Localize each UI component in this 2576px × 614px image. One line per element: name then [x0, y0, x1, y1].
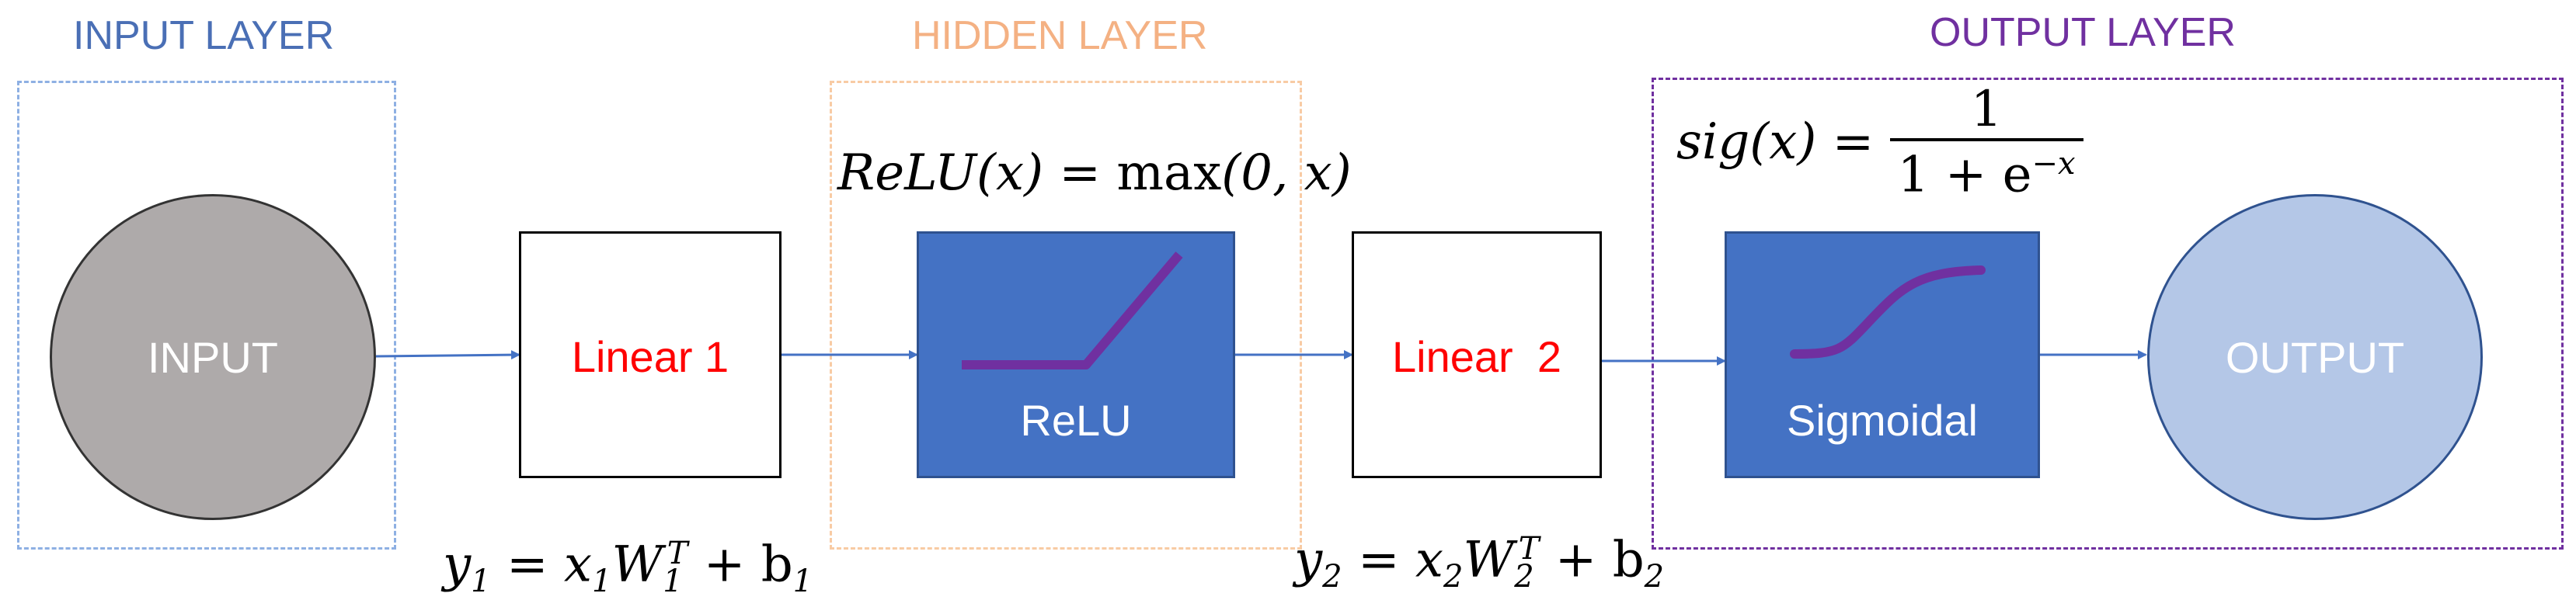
- sigmoid-denominator-base: 1 + e: [1897, 146, 2032, 204]
- sigmoid-fraction: 1 1 + e−x: [1889, 81, 2083, 204]
- linear2-eq-w-sup: T: [1518, 531, 1540, 567]
- sigmoid-numerator: 1: [1970, 81, 2003, 138]
- output-node-label: OUTPUT: [2225, 332, 2405, 382]
- input-layer-title: INPUT LAYER: [73, 13, 335, 58]
- linear1-label: Linear 1: [571, 332, 729, 381]
- relu-eq-args: (0, x): [1221, 144, 1352, 202]
- linear2-eq-x-sub: 2: [1443, 559, 1464, 595]
- linear2-eq-plus: +: [1539, 531, 1613, 589]
- arrow-input-to-linear1: [375, 350, 520, 360]
- relu-label: ReLU: [1020, 396, 1132, 445]
- sigmoid-curve-icon: [1790, 265, 1986, 359]
- linear2-node: Linear 2: [1352, 231, 1602, 478]
- sigmoid-label: Sigmoidal: [1787, 396, 1978, 445]
- linear1-eq-w: W: [611, 536, 663, 594]
- output-node: OUTPUT: [2147, 194, 2483, 520]
- relu-node: ReLU: [917, 231, 1235, 478]
- linear2-eq-b-sub: 2: [1644, 559, 1665, 595]
- linear2-eq-w: W: [1463, 531, 1515, 589]
- input-node-label: INPUT: [148, 332, 278, 382]
- linear1-eq-equals: =: [490, 536, 564, 594]
- relu-eq-fn: max: [1116, 144, 1222, 202]
- linear1-node: Linear 1: [519, 231, 782, 478]
- linear1-eq-x: x: [563, 536, 593, 594]
- linear2-equation: y2 = x2W2T + b2: [1294, 531, 1664, 595]
- hidden-layer-title: HIDDEN LAYER: [912, 13, 1208, 58]
- linear1-eq-w-sub: 1: [663, 564, 683, 600]
- sigmoid-eq-lhs: sig(x): [1676, 113, 1817, 172]
- sigmoid-node: Sigmoidal: [1725, 231, 2040, 478]
- linear1-eq-plus: +: [688, 536, 761, 594]
- linear2-label: Linear 2: [1392, 332, 1561, 381]
- linear1-eq-x-sub: 1: [592, 564, 612, 600]
- sigmoid-denominator: 1 + e−x: [1889, 138, 2083, 204]
- relu-eq-lhs: ReLU(x): [837, 144, 1044, 202]
- output-layer-title: OUTPUT LAYER: [1930, 10, 2236, 55]
- relu-equation: ReLU(x) = max(0, x): [837, 144, 1352, 202]
- sigmoid-equation: sig(x) = 1 1 + e−x: [1676, 81, 2083, 203]
- linear2-eq-x: x: [1415, 531, 1444, 589]
- linear2-eq-b: b: [1612, 531, 1645, 589]
- linear2-eq-y-sub: 2: [1322, 559, 1342, 595]
- linear1-eq-b-sub: 1: [792, 564, 813, 600]
- hidden-layer-box: [830, 81, 1302, 550]
- sigmoid-eq-equals: =: [1816, 113, 1890, 172]
- input-node: INPUT: [50, 194, 376, 520]
- linear2-eq-y: y: [1294, 531, 1323, 589]
- relu-eq-equals: =: [1043, 144, 1117, 202]
- linear1-equation: y1 = x1W1T + b1: [443, 536, 813, 599]
- sigmoid-denominator-exp: −x: [2031, 146, 2076, 182]
- linear1-eq-w-sup: T: [667, 536, 688, 571]
- linear2-eq-w-sub: 2: [1514, 559, 1534, 595]
- linear1-eq-b: b: [761, 536, 793, 594]
- linear2-eq-equals: =: [1342, 531, 1415, 589]
- output-layer-box: [1652, 78, 2564, 550]
- input-layer-box: [17, 81, 396, 550]
- relu-curve-icon: [962, 251, 1183, 369]
- linear1-eq-y-sub: 1: [471, 564, 491, 600]
- linear1-eq-y: y: [443, 536, 472, 594]
